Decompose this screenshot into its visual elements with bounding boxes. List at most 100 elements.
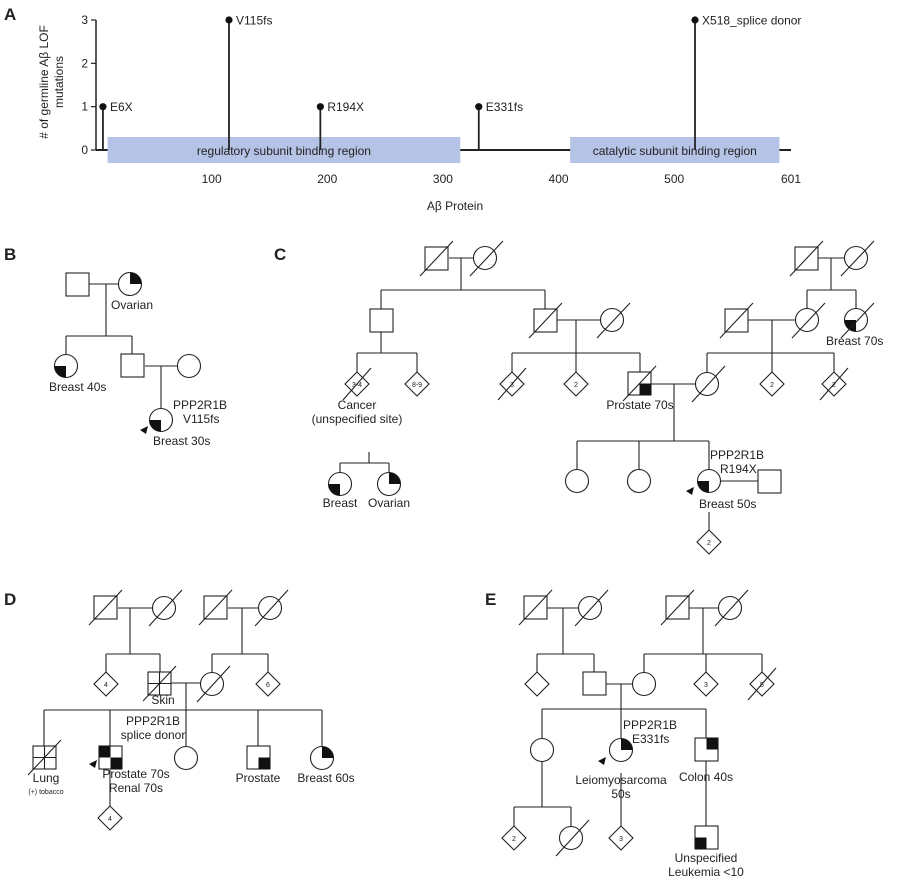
c-father-prostate [622, 365, 657, 402]
proband-e [598, 737, 634, 765]
mutation-label: V115fs [236, 14, 272, 28]
e-label-leukemia: Leukemia <10 [668, 865, 744, 879]
c-great-grandmother [472, 245, 498, 271]
binding-region-label: catalytic subunit binding region [593, 144, 757, 158]
c-sibs-3 [497, 367, 527, 401]
mutation-lollipop-chart: # of germline Aβ LOF mutations Aβ Protei… [37, 13, 801, 213]
d-father-skin [142, 665, 177, 702]
c-label-ovarian: Ovarian [368, 496, 410, 510]
c-count-8-9: 8-9 [412, 382, 422, 389]
binding-region-label: regulatory subunit binding region [197, 144, 371, 158]
y-tick-label: 1 [81, 100, 88, 114]
mutation-head [475, 103, 483, 111]
binding-region [570, 137, 780, 163]
d-count-4b: 4 [108, 816, 112, 823]
d-pat-grandmother [151, 595, 177, 621]
label-gene-b: PPP2R1B [173, 398, 227, 412]
d-sibs-4 [93, 671, 119, 697]
e-count-3b: 3 [619, 836, 623, 843]
y-tick-label: 3 [81, 13, 88, 27]
e-label-colon-40s: Colon 40s [679, 770, 733, 784]
c-label-variant: R194X [720, 462, 757, 476]
y-axis-label-line1: # of germline Aβ LOF [37, 25, 51, 139]
c-count-2c: 2 [832, 382, 836, 389]
e-niece-deceased [558, 825, 584, 851]
c-count-3-4: 3-4 [352, 382, 362, 389]
x-tick-label: 100 [202, 172, 222, 186]
c-sibs-8-9 [404, 371, 430, 397]
e-brother-colon [694, 737, 719, 762]
proband-c [686, 468, 722, 495]
d-sibs-6 [255, 671, 281, 697]
d-mat-grandmother [257, 595, 283, 621]
proband-arrow-e [598, 757, 606, 765]
pedigree-e: 3 5 PPP2R1B E331fs Leiomyosarcoma 50s Co… [501, 589, 777, 879]
mutation-label: E6X [110, 100, 133, 114]
mutation-head [316, 103, 324, 111]
c-count-3: 3 [510, 382, 514, 389]
d-label-renal-70s: Renal 70s [109, 781, 163, 795]
label-variant-b: V115fs [183, 412, 219, 426]
c-mat-great-grandmother [843, 245, 869, 271]
c-sibs-3-4 [342, 367, 372, 401]
c-mat-grandmother [794, 307, 820, 333]
e-count-2: 2 [512, 836, 516, 843]
pedigree-c: 3-4 Cancer (unspecified site) 8-9 Breast… [312, 240, 883, 555]
c-sibs-2c [819, 367, 849, 401]
c-label-prostate-70s: Prostate 70s [606, 398, 673, 412]
binding-region [107, 137, 461, 163]
mutation-head [99, 103, 107, 111]
aunt-breast [53, 353, 79, 379]
d-label-gene: PPP2R1B [126, 714, 180, 728]
c-children-2 [696, 529, 722, 555]
x-tick-label: 200 [317, 172, 337, 186]
e-mat-sibs-3 [693, 671, 719, 697]
e-count-5: 5 [760, 682, 764, 689]
x-axis-label: Aβ Protein [427, 199, 483, 213]
e-label-leiomyosarcoma: Leiomyosarcoma [575, 773, 667, 787]
y-axis-label-line2: mutations [52, 56, 66, 108]
d-sister [173, 745, 199, 771]
c-sibs-2a [563, 371, 589, 397]
c-cousin-breast [327, 471, 353, 497]
d-label-prostate: Prostate [236, 771, 281, 785]
e-children-3 [608, 825, 634, 851]
d-sister-breast [309, 745, 335, 771]
d-label-breast-60s: Breast 60s [297, 771, 354, 785]
e-sister [529, 737, 555, 763]
mutation-label: X518_splice donor [702, 14, 801, 28]
x-tick-label: 500 [664, 172, 684, 186]
e-pat-grandmother [577, 595, 603, 621]
mutation-head [691, 16, 699, 24]
d-sib-lung [27, 739, 62, 776]
label-ovarian: Ovarian [111, 298, 153, 312]
e-label-gene: PPP2R1B [623, 718, 677, 732]
label-breast-30s: Breast 30s [153, 434, 210, 448]
panel-label-d: D [4, 590, 16, 609]
x-tick-label: 400 [549, 172, 569, 186]
proband-b [140, 407, 174, 434]
mutation-label: R194X [327, 100, 364, 114]
e-mat-sibs-5 [747, 667, 777, 701]
c-grand-uncle [369, 308, 394, 333]
pedigree-b: Ovarian Breast 40s PPP2R1B V115fs Breast… [49, 271, 227, 448]
e-nephew-leukemia [694, 825, 719, 850]
d-brother-prostate [246, 745, 271, 770]
c-label-breast-70s: Breast 70s [826, 334, 883, 348]
label-breast-40s: Breast 40s [49, 380, 106, 394]
c-label-breast-50s: Breast 50s [699, 497, 756, 511]
e-mat-grandmother [717, 595, 743, 621]
d-label-lung: Lung [33, 771, 60, 785]
c-count-2a: 2 [574, 382, 578, 389]
panel-label-a: A [4, 5, 16, 24]
d-count-4: 4 [104, 682, 108, 689]
c-mat-grand-aunt-breast [840, 302, 875, 339]
c-count-2d: 2 [707, 540, 711, 547]
father [120, 353, 145, 378]
y-tick-label: 2 [81, 56, 88, 70]
e-label-leio-age: 50s [611, 787, 630, 801]
x-tick-label: 601 [781, 172, 801, 186]
d-label-prostate-70s: Prostate 70s [102, 767, 169, 781]
panel-label-e: E [485, 590, 496, 609]
